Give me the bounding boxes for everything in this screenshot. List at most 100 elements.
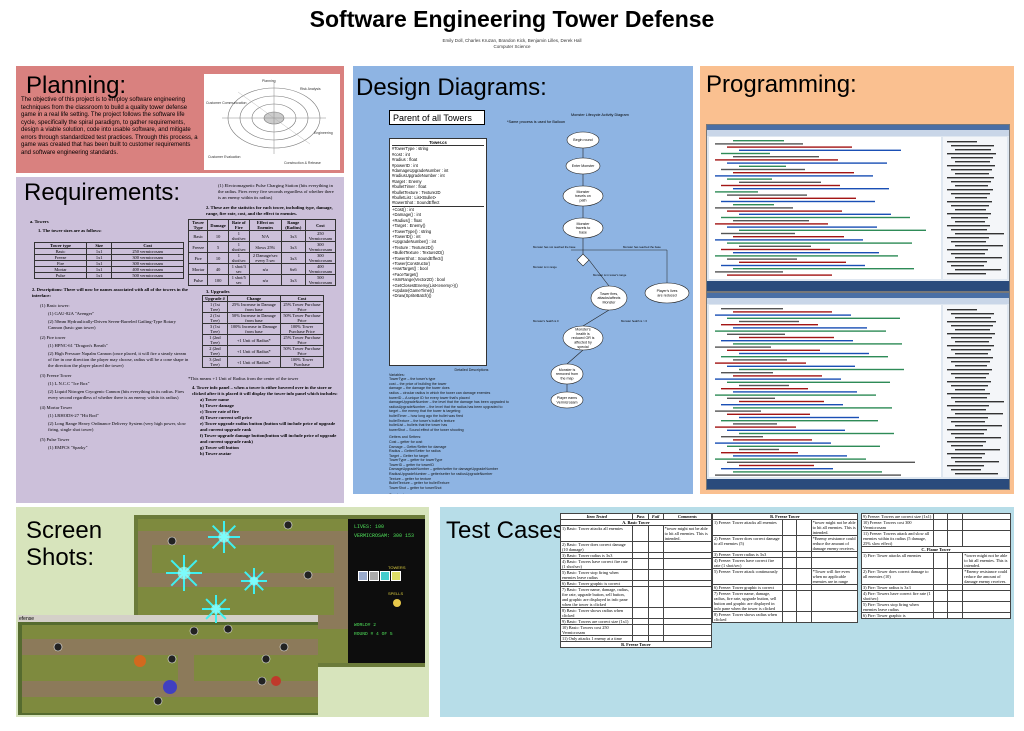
activity-node-label: attacks/affects [598, 296, 621, 300]
table-cell: 10 [207, 230, 229, 242]
test-fail-cell [947, 530, 964, 547]
code-line [727, 274, 832, 276]
activity-decision [576, 253, 590, 267]
info-item: b) Tower damage [200, 403, 234, 408]
test-pass-cell [781, 611, 798, 623]
activity-node-label: affected by [574, 341, 592, 345]
test-row: 6) Fire: Tower graphic is [861, 612, 1011, 619]
solution-item [951, 385, 988, 387]
upgrades-heading: 3. Upgrades [206, 289, 230, 294]
solution-item [951, 457, 982, 459]
solution-item [955, 449, 1000, 451]
spell-icon[interactable] [393, 599, 401, 607]
freeze-tower-effect [218, 531, 230, 543]
table-header-cell: Upgrade # [202, 295, 228, 302]
test-comment: *Enemy resistance could reduce the amoun… [962, 568, 1011, 585]
code-line [733, 172, 854, 174]
test-comment: *Enemy resistance could reduce the amoun… [810, 535, 859, 552]
test-pass-cell [932, 552, 949, 569]
code-line [733, 375, 822, 377]
solution-item [955, 389, 985, 391]
code-line [721, 452, 798, 454]
test-item: 8) Basic: Tower shows radius when clicke… [559, 607, 634, 619]
store-mortar-tower-icon[interactable] [369, 571, 379, 581]
table-cell: 3x3 [280, 274, 306, 286]
code-line [715, 159, 838, 161]
test-row: 1) Basic: Tower attacks all enemies*towe… [559, 525, 713, 542]
solution-item [947, 153, 996, 155]
code-line [721, 388, 808, 390]
solution-item [955, 161, 990, 163]
table-cell: N/A [248, 230, 282, 242]
solution-item [955, 149, 991, 151]
code-line [727, 210, 842, 212]
solution-item [955, 185, 988, 187]
test-comment [810, 557, 859, 569]
freeze-tower-effect [249, 576, 259, 586]
solution-item [955, 317, 991, 319]
store-basic-tower-icon[interactable] [358, 571, 368, 581]
ide-taskbar [707, 479, 1009, 489]
activity-node [566, 131, 600, 149]
monster-sprite [153, 696, 163, 706]
descriptions-heading: 2. Descriptions: There will now be names… [32, 287, 188, 298]
test-pass-cell [932, 530, 949, 547]
solution-item [951, 349, 991, 351]
test-fail-cell [796, 519, 812, 536]
code-line [721, 420, 878, 422]
solution-item [947, 429, 987, 431]
class-method: +UpgradeNumber() : int [392, 239, 437, 245]
code-line [739, 320, 799, 323]
test-fail-cell [796, 568, 812, 585]
table-cell: 3 (2nd Tree) [202, 356, 228, 368]
solution-item [955, 425, 1002, 427]
code-line [733, 252, 879, 254]
code-line [727, 381, 890, 383]
test-fail-cell [647, 569, 664, 581]
solution-item [947, 393, 990, 395]
test-pass-cell [781, 557, 798, 569]
description-line: cost – the price of building the tower [389, 381, 447, 386]
description-line: radius – circular radius in which the to… [389, 390, 491, 395]
code-screenshot-1 [706, 124, 1010, 292]
test-item: 5) Freeze: Tower attack continuously [712, 568, 783, 585]
table-cell: Fire [187, 252, 209, 264]
spiral-label: Customer Evaluation [208, 155, 241, 159]
table-cell: Pulse [33, 272, 88, 279]
store-freeze-tower-icon[interactable] [380, 571, 390, 581]
description-line: Damage – Getter/Setter for damage [389, 444, 447, 449]
programming-panel: Programming: [700, 66, 1014, 494]
solution-item [951, 265, 984, 267]
monster-sprite [283, 520, 293, 530]
solution-item [947, 405, 989, 407]
authors: Emily Doll, Charles Kruzan, Brandon Kick… [0, 38, 1024, 50]
table-cell: 1 (1st Tree) [202, 301, 228, 313]
test-row: 1) Freeze: Tower attacks all enemies*tow… [712, 519, 859, 536]
balloon-note: *Same process is used for Balloon [507, 120, 566, 124]
solution-item [955, 173, 989, 175]
table-cell: 25% Tower Purchase Price [279, 301, 325, 313]
test-pass-cell [632, 569, 649, 581]
table-cell: 1 (2nd Tree) [202, 334, 228, 346]
activity-node-label: travels to [576, 226, 591, 230]
solution-item [951, 325, 993, 327]
spiral-label: Construction & Release [284, 161, 321, 165]
store-pulse-tower-icon[interactable] [391, 571, 401, 581]
table-header-cell: Range (Radius) [280, 219, 306, 231]
test-fail-cell [796, 535, 812, 552]
class-method: +BulletTexture : Texture2D() [392, 250, 444, 256]
freeze-tower-effect [177, 566, 191, 580]
upgrade-table-row: 1 (1st Tree)25% Increase in Damage from … [202, 301, 325, 313]
ide-titlebar [707, 125, 1009, 130]
solution-item [947, 453, 985, 455]
table-header-cell: Tower Type [187, 219, 209, 231]
tower-name: (5) Pulse Tower [40, 437, 70, 442]
upgrade-note: *This means +1 Unit of Radius from the c… [188, 376, 299, 381]
solution-item [947, 333, 995, 335]
code-line [739, 181, 821, 183]
solution-item [951, 373, 989, 375]
class-method: +Texture : Texture2D() [392, 244, 434, 250]
solution-item [951, 421, 985, 423]
